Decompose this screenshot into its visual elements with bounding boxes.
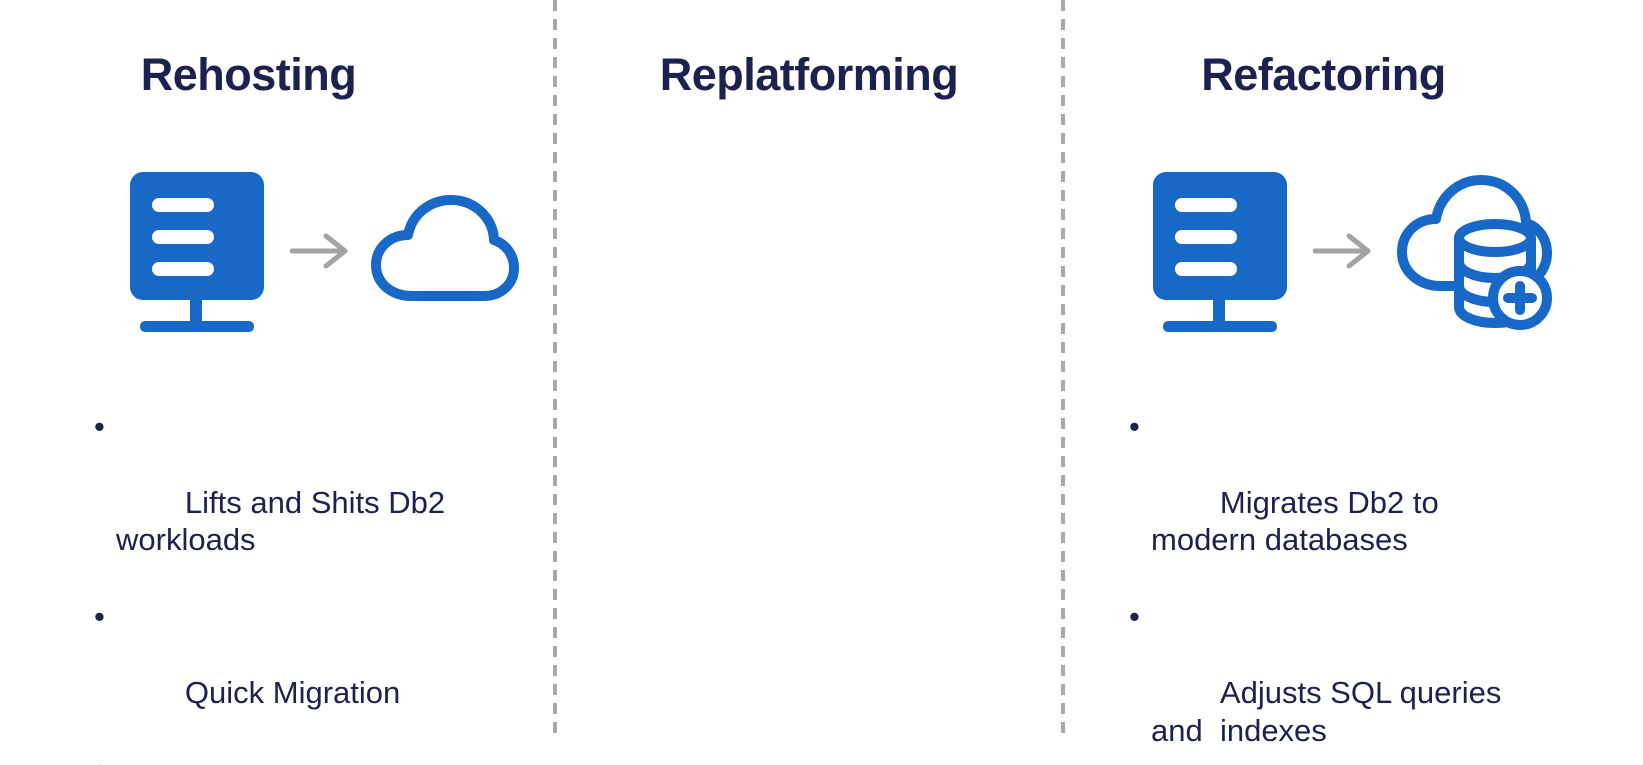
arrow-right-icon bbox=[1313, 229, 1375, 273]
list-item-text: Quick Migration bbox=[184, 674, 401, 710]
list-item: • Limited Modernization Benefits bbox=[92, 750, 522, 765]
server-icon bbox=[126, 168, 268, 333]
bullet-marker: • bbox=[94, 599, 105, 635]
bullet-marker: • bbox=[1129, 409, 1140, 444]
icon-group-rehosting bbox=[126, 168, 520, 333]
column-replatforming: Replatforming bbox=[557, 0, 1552, 765]
list-item: • Quick Migration bbox=[92, 598, 522, 749]
bullet-marker: • bbox=[94, 409, 105, 444]
column-rehosting: Rehosting bbox=[0, 0, 553, 765]
column-title-refactoring: Refactoring bbox=[1201, 49, 1446, 100]
bullet-marker: • bbox=[94, 750, 105, 765]
server-icon bbox=[1149, 168, 1291, 333]
list-item: • Lifts and Shits Db2 workloads bbox=[92, 408, 522, 597]
list-item: • Adjusts SQL queries and indexes bbox=[1127, 598, 1547, 765]
bullet-list-replatforming: • Migrates Db2 to modern databases • Adj… bbox=[1127, 408, 1547, 765]
column-divider-2 bbox=[1061, 0, 1065, 740]
cloud-database-add-icon bbox=[1393, 170, 1555, 332]
column-refactoring: Refactoring bbox=[1065, 0, 1643, 765]
list-item-text: Migrates Db2 to modern databases bbox=[1151, 484, 1439, 558]
bullet-list-rehosting: • Lifts and Shits Db2 workloads • Quick … bbox=[92, 408, 522, 765]
list-item-text: Adjusts SQL queries and indexes bbox=[1151, 674, 1502, 748]
list-item-text: Lifts and Shits Db2 workloads bbox=[116, 484, 446, 558]
column-title-rehosting: Rehosting bbox=[140, 49, 357, 100]
arrow-right-icon bbox=[290, 229, 352, 273]
icon-group-replatforming bbox=[1149, 168, 1555, 333]
column-title-replatforming: Replatforming bbox=[659, 49, 959, 100]
list-item: • Migrates Db2 to modern databases bbox=[1127, 408, 1547, 597]
cloud-icon bbox=[370, 194, 520, 307]
bullet-marker: • bbox=[1129, 599, 1140, 635]
column-divider-1 bbox=[553, 0, 557, 740]
